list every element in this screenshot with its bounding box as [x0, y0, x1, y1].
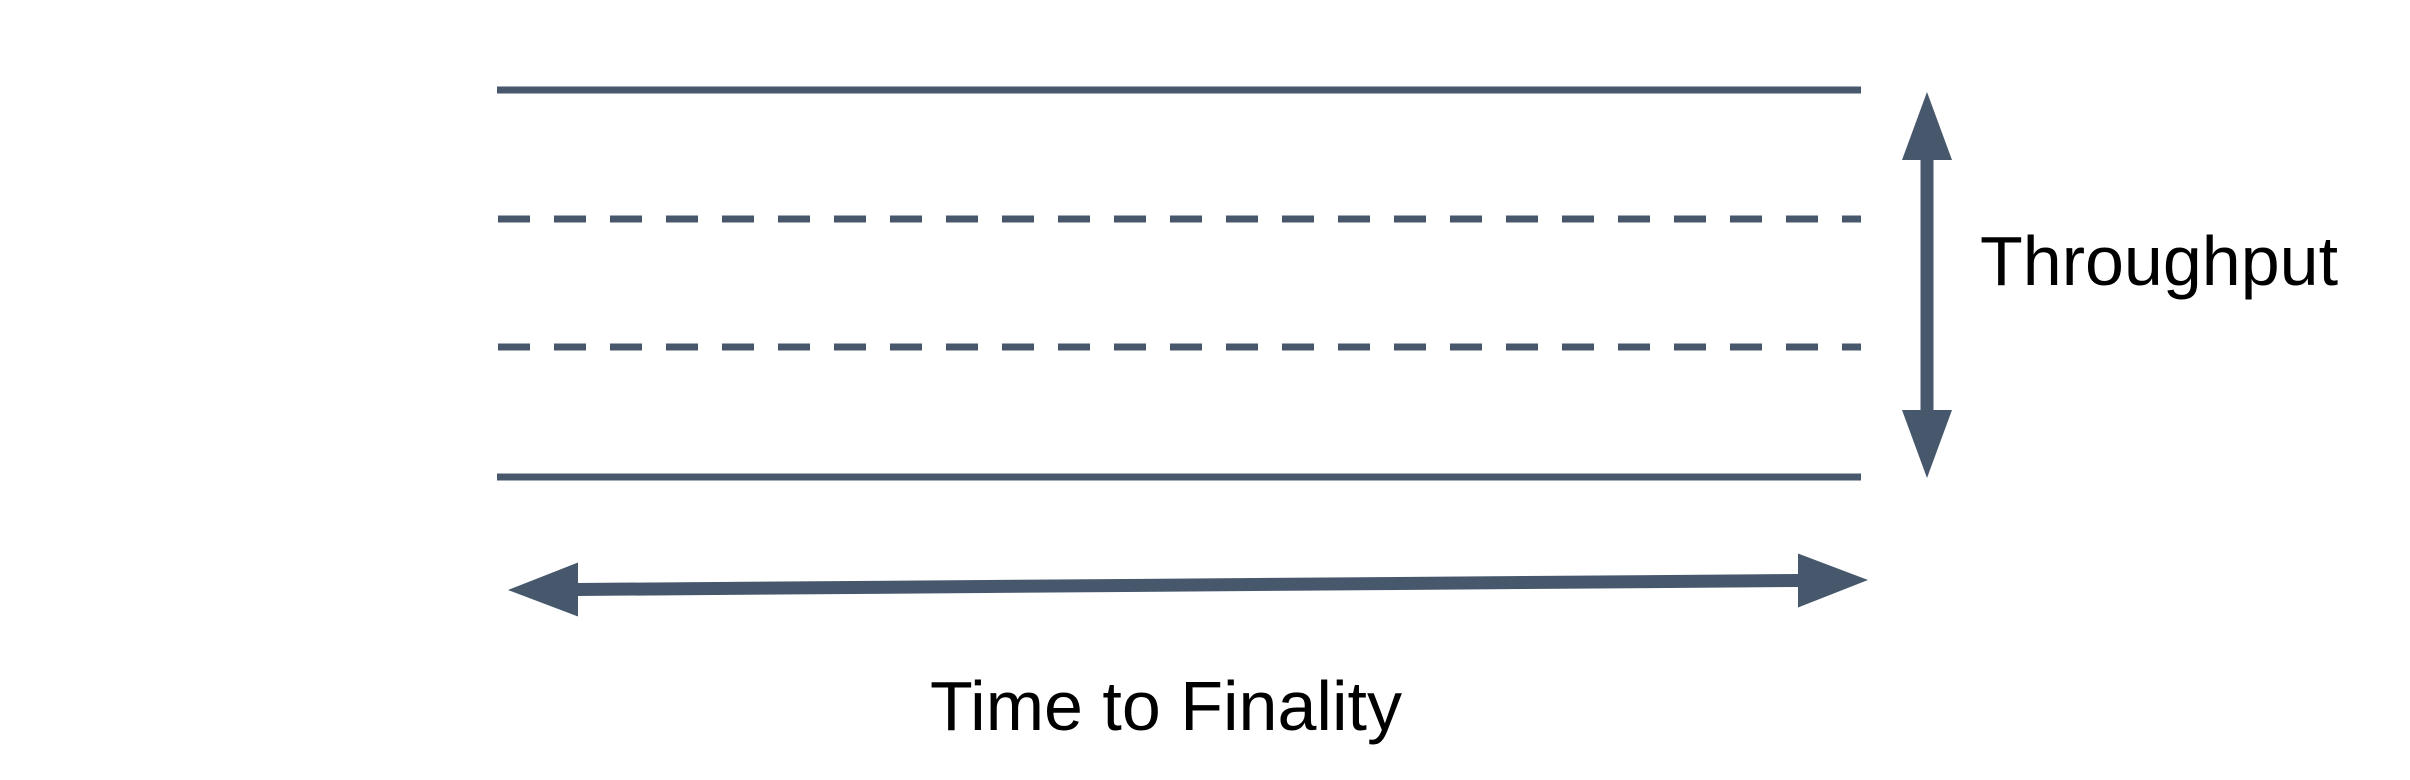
time-to-finality-label: Time to Finality	[930, 667, 1402, 745]
time-to-finality-arrow-shaft	[575, 574, 1801, 596]
throughput-arrow-up-head-icon	[1902, 92, 1952, 160]
throughput-arrow-down-head-icon	[1902, 410, 1952, 478]
time-to-finality-arrow-right-head-icon	[1798, 553, 1868, 608]
throughput-arrow	[1902, 92, 1952, 478]
throughput-label: Throughput	[1980, 222, 2339, 300]
time-to-finality-arrow	[508, 553, 1868, 617]
time-to-finality-arrow-left-head-icon	[508, 562, 578, 617]
